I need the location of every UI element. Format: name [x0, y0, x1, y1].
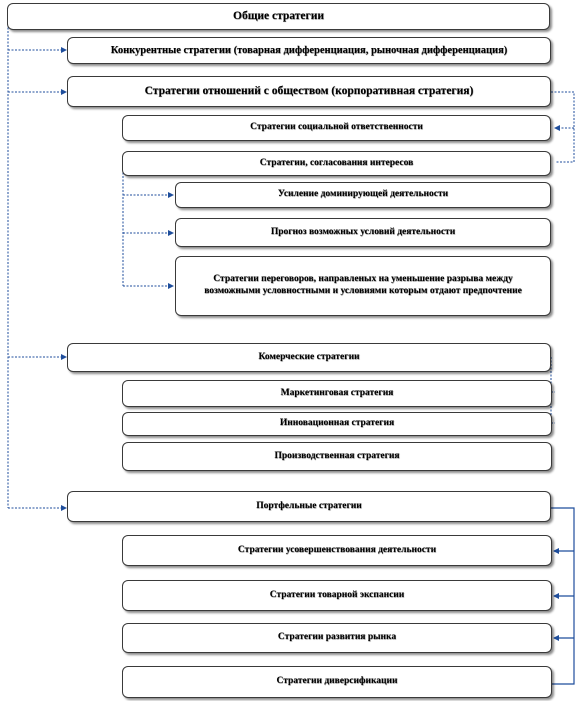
portfolio-item-diversification: Стратегии диверсификации: [122, 666, 552, 698]
social-relations-node: Стратегии отношений с обществом (корпора…: [67, 76, 551, 107]
commercial-item-production: Производственная стратегия: [122, 442, 552, 471]
portfolio-item-market-development: Стратегии развития рынка: [122, 623, 552, 653]
portfolio-strategies-node: Портфельные стратегии: [67, 491, 551, 522]
social-responsibility-node: Стратегии социальной ответственности: [122, 115, 551, 141]
commercial-item-marketing: Маркетинговая стратегия: [122, 380, 552, 407]
interests-item-dominant: Усиление доминирующей деятельности: [175, 182, 551, 208]
commercial-item-innovation: Инновационная стратегия: [122, 412, 552, 436]
root-node: Общие стратегии: [7, 3, 550, 30]
interests-node: Стратегии, согласования интересов: [122, 151, 551, 176]
portfolio-item-improvement: Стратегии усовершенствования деятельност…: [122, 535, 552, 566]
portfolio-item-expansion: Стратегии товарной экспансии: [122, 580, 552, 611]
interests-item-forecast: Прогноз возможных условий деятельности: [175, 218, 551, 247]
competitive-strategies-node: Конкурентные стратегии (товарная диффере…: [67, 37, 551, 64]
interests-item-negotiation: Стратегии переговоров, направленых на ум…: [175, 256, 551, 316]
commercial-strategies-node: Комерческие стратегии: [67, 343, 551, 372]
connector-social-bracket: [551, 91, 575, 163]
